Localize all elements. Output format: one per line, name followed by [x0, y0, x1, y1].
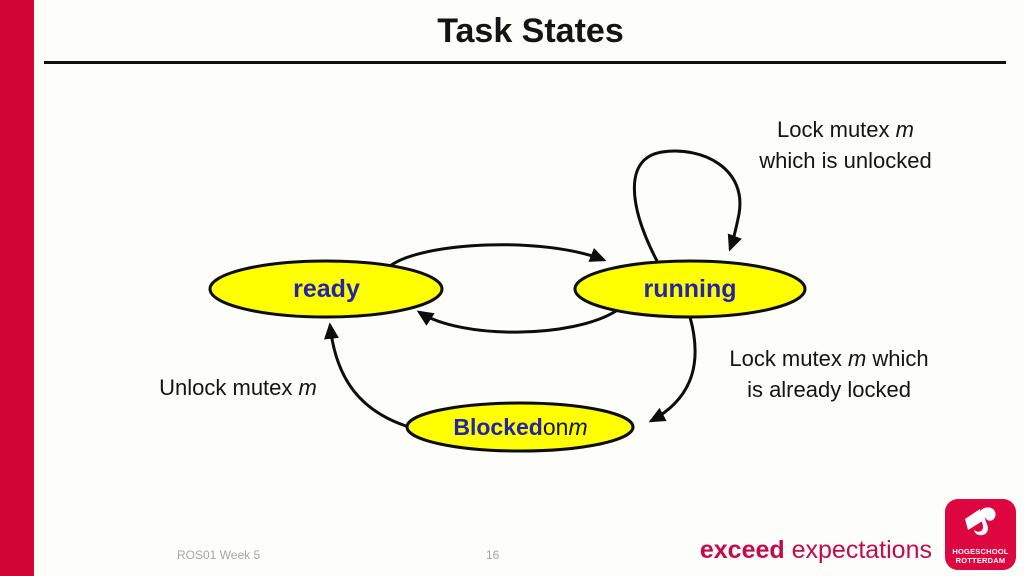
annotation-text: Unlock mutex [159, 375, 299, 400]
annotation-line: Lock mutex m which [698, 343, 960, 374]
hogeschool-rotterdam-logo: HOGESCHOOL ROTTERDAM [945, 499, 1016, 570]
annotation-text: Lock mutex [729, 346, 848, 371]
mutex-var: m [298, 375, 317, 400]
state-label-ready: ready [293, 274, 360, 303]
arrow-running-self-loop [632, 149, 742, 262]
logo-line2: ROTTERDAM [955, 556, 1006, 565]
logo-line1: HOGESCHOOL [952, 547, 1009, 556]
annotation-text: Lock mutex [777, 117, 896, 142]
state-ellipse-running [573, 259, 807, 319]
state-ellipse-ready [208, 259, 444, 319]
logo-flag-icon [965, 507, 996, 536]
arrow-running-to-blocked [648, 316, 697, 423]
mutex-var: m [895, 117, 914, 142]
title-underline [44, 61, 1006, 64]
annotation-line: which is unlocked [759, 148, 932, 173]
arrow-ready-to-running [389, 243, 607, 268]
annotation-line: is already locked [747, 377, 911, 402]
mutex-var: m [847, 346, 867, 371]
logo-text: HOGESCHOOL ROTTERDAM [952, 547, 1008, 565]
state-label-running: running [643, 274, 737, 303]
annotation-lock-locked: Lock mutex m which is already locked [698, 343, 960, 405]
annotation-line: Lock mutex m [718, 114, 973, 145]
blocked-on-word: on [542, 413, 569, 440]
arrow-blocked-to-ready [324, 322, 407, 428]
arrow-running-to-ready [416, 309, 617, 334]
annotation-unlock: Unlock mutex m [138, 372, 338, 403]
left-accent-bar [0, 0, 34, 576]
blocked-mutex-var: m [568, 413, 588, 440]
blocked-word: Blocked [453, 413, 543, 440]
slide-title: Task States [437, 12, 624, 50]
footer-course-label: ROS01 Week 5 [177, 548, 261, 562]
tagline-regular: expectations [784, 536, 932, 564]
annotation-lock-unlocked: Lock mutex m which is unlocked [718, 114, 973, 176]
footer-page-number: 16 [486, 548, 500, 562]
tagline-bold: exceed [699, 536, 785, 564]
state-ellipse-blocked [405, 401, 635, 453]
annotation-text: which [866, 346, 929, 371]
state-label-blocked: Blocked on m [407, 403, 634, 451]
footer-tagline: exceed expectations [630, 536, 932, 565]
